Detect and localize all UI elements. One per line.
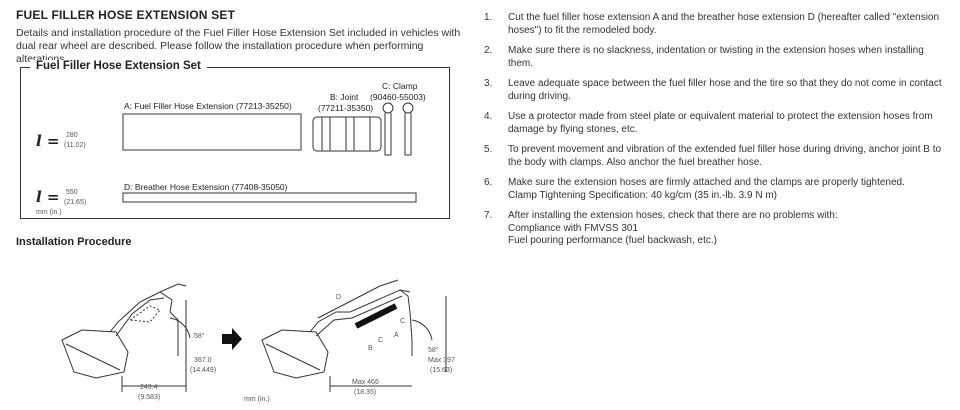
arrow-icon: [222, 328, 242, 350]
unit-label: mm (in.): [36, 209, 62, 216]
procedure-title: Installation Procedure: [16, 236, 132, 248]
step-number: 6.: [484, 177, 493, 188]
length-d-inches: (21.65): [64, 199, 87, 206]
step-text: Leave adequate space between the fuel fi…: [508, 78, 942, 102]
part-a-label: A: Fuel Filler Hose Extension (77213-352…: [124, 101, 292, 111]
length-a-inches: (11.02): [64, 142, 86, 149]
step-text: Make sure there is no slackness, indenta…: [508, 45, 924, 69]
step-item: 4. Use a protector made from steel plate …: [484, 111, 950, 136]
after-angle: 58°: [428, 347, 439, 354]
before-diagram: [61, 283, 191, 392]
step-subtext: Compliance with FMVSS 301: [508, 222, 639, 234]
kit-box: [20, 67, 450, 219]
length-d: 550: [66, 189, 78, 196]
before-height: 367.0: [194, 357, 212, 364]
after-max-width-inches: (18.35): [354, 389, 377, 396]
step-text: After installing the extension hoses, ch…: [508, 210, 838, 221]
step-text: Make sure the extension hoses are firmly…: [508, 177, 905, 188]
clamp-c-drawing: [382, 102, 414, 156]
step-text: Cut the fuel filler hose extension A and…: [508, 12, 940, 36]
part-c-name: C: Clamp: [382, 81, 418, 91]
label-b: B: [368, 345, 373, 352]
step-number: 7.: [484, 210, 493, 221]
after-diagram: [261, 279, 447, 392]
before-width: 243.4: [140, 384, 158, 391]
step-number: 1.: [484, 12, 493, 23]
length-symbol-d: l =: [36, 188, 60, 206]
kit-title: Fuel Filler Hose Extension Set: [30, 60, 207, 72]
label-c-2: C: [378, 337, 384, 344]
step-item: 6. Make sure the extension hoses are firm…: [484, 177, 950, 202]
step-item: 5. To prevent movement and vibration of t…: [484, 144, 950, 169]
step-item: 1. Cut the fuel filler hose extension A a…: [484, 12, 950, 37]
part-b-name: B: Joint: [330, 92, 359, 102]
before-angle: 58°: [194, 333, 205, 340]
label-c-1: C: [400, 318, 406, 325]
parts-drawing: [61, 102, 447, 392]
step-number: 5.: [484, 144, 493, 155]
step-text: Use a protector made from steel plate or…: [508, 111, 933, 135]
after-max-height-inches: (15.63): [430, 367, 453, 374]
steps-list: 1. Cut the fuel filler hose extension A a…: [484, 12, 950, 256]
step-item: 3. Leave adequate space between the fuel …: [484, 78, 950, 103]
hose-d-drawing: [122, 192, 417, 203]
after-max-width: Max 466: [352, 379, 379, 386]
hose-a-installed: [354, 303, 398, 329]
part-b-number: (77211-35350): [318, 103, 374, 113]
intro-text: Details and installation procedure of th…: [16, 27, 461, 65]
step-subtext: Fuel pouring performance (fuel backwash,…: [508, 235, 717, 246]
hose-a-drawing: [122, 113, 302, 151]
step-subtext: Clamp Tightening Specification: 40 kg/cm…: [508, 189, 778, 201]
before-height-inches: (14.449): [190, 367, 217, 374]
label-d: D: [336, 294, 342, 301]
part-c-number: (90460-55003): [370, 92, 426, 102]
step-number: 3.: [484, 78, 493, 89]
step-item: 7. After installing the extension hoses, …: [484, 210, 950, 248]
step-text: To prevent movement and vibration of the…: [508, 144, 942, 168]
after-max-height: Max 397: [428, 357, 455, 364]
length-symbol-a: l =: [36, 132, 60, 150]
part-d-label: D: Breather Hose Extension (77408-35050): [124, 182, 288, 192]
joint-b-drawing: [312, 116, 382, 152]
before-width-inches: (9.583): [138, 394, 161, 401]
diagram-unit: mm (in.): [244, 396, 270, 403]
label-a: A: [394, 332, 399, 339]
step-item: 2. Make sure there is no slackness, inden…: [484, 45, 950, 70]
length-a: 280: [66, 132, 78, 139]
page-title: FUEL FILLER HOSE EXTENSION SET: [16, 8, 236, 22]
step-number: 2.: [484, 45, 493, 56]
step-number: 4.: [484, 111, 493, 122]
